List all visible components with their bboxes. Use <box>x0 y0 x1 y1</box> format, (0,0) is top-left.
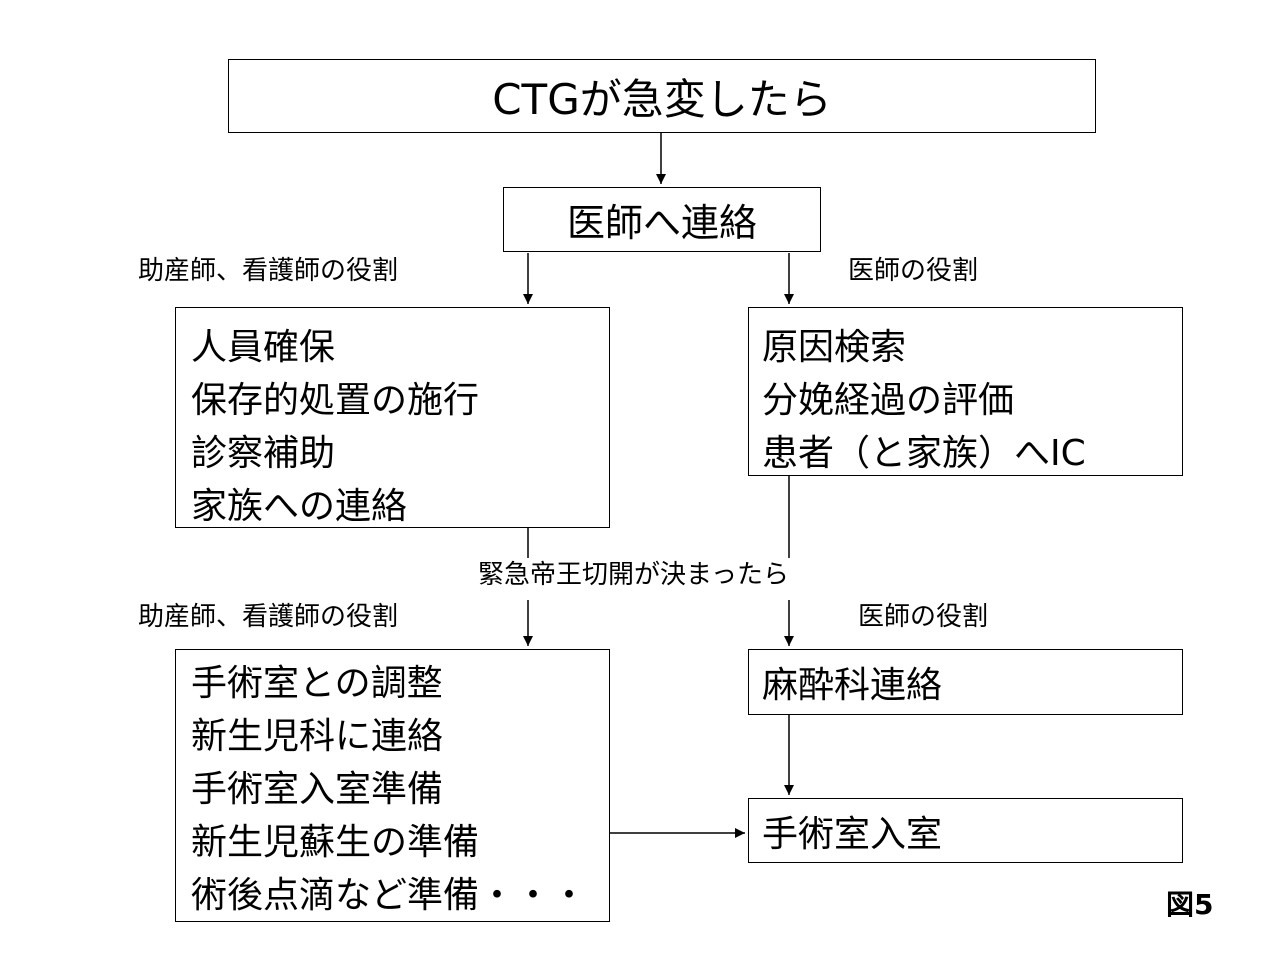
contact-doctor-text: 医師へ連絡 <box>566 201 757 245</box>
task-item: 人員確保 <box>191 327 336 368</box>
task-item: 診察補助 <box>191 433 336 474</box>
title-box: CTGが急変したら <box>228 59 1096 133</box>
figure-label: 図5 <box>1166 888 1214 921</box>
task-item: 分娩経過の評価 <box>762 380 1015 421</box>
task-item: 手術室入室準備 <box>191 769 444 810</box>
task-item: 保存的処置の施行 <box>191 380 480 421</box>
midwife-nurse-role-label-top: 助産師、看護師の役割 <box>138 256 399 286</box>
contact-doctor-box: 医師へ連絡 <box>503 187 821 252</box>
task-item: 新生児科に連絡 <box>191 716 444 757</box>
anesthesia-contact-text: 麻酔科連絡 <box>762 665 943 706</box>
task-item: 新生児蘇生の準備 <box>191 822 480 863</box>
midwife-nurse-cesarean-tasks-box: 手術室との調整 新生児科に連絡 手術室入室準備 新生児蘇生の準備 術後点滴など準… <box>175 649 610 922</box>
anesthesia-contact-box: 麻酔科連絡 <box>748 649 1183 715</box>
or-entry-box: 手術室入室 <box>748 798 1183 863</box>
doctor-role-label-bottom: 医師の役割 <box>858 602 989 632</box>
task-item: 原因検索 <box>762 327 907 368</box>
or-entry-text: 手術室入室 <box>762 813 943 855</box>
doctor-tasks-box: 原因検索 分娩経過の評価 患者（と家族）へIC <box>748 307 1183 476</box>
cesarean-decision-label: 緊急帝王切開が決まったら <box>478 560 789 590</box>
task-item: 手術室との調整 <box>191 663 443 704</box>
midwife-nurse-role-label-bottom: 助産師、看護師の役割 <box>138 602 399 632</box>
task-item: 家族への連絡 <box>191 486 408 527</box>
task-item: 患者（と家族）へIC <box>762 433 1086 474</box>
doctor-role-label-top: 医師の役割 <box>848 256 979 286</box>
task-item: 術後点滴など準備・・・ <box>191 875 588 916</box>
title-text: CTGが急変したら <box>492 74 832 124</box>
midwife-nurse-tasks-box: 人員確保 保存的処置の施行 診察補助 家族への連絡 <box>175 307 610 528</box>
